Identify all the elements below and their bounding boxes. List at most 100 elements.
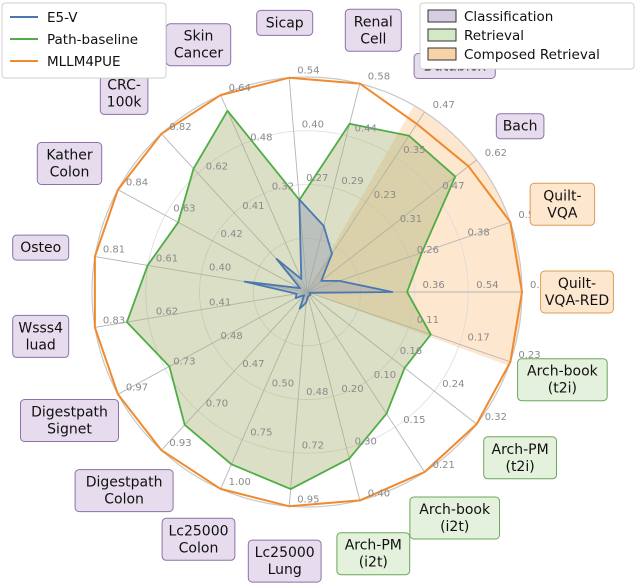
tick-label: 0.63: [173, 203, 195, 214]
tick-label: 0.51: [518, 210, 540, 221]
category-text: Arch-book(t2i): [527, 364, 599, 397]
legend-label: Path-baseline: [47, 32, 138, 48]
tick-label: 0.61: [156, 254, 178, 265]
category-box: [344, 8, 402, 52]
legend-label: E5-V: [47, 10, 78, 26]
tick-label: 0.10: [374, 370, 396, 381]
tick-label: 0.40: [209, 262, 231, 273]
category-text: Arch-PM(i2t): [345, 538, 402, 571]
axis-spoke: [220, 94, 308, 293]
tick-label: 0.41: [242, 201, 264, 212]
category-box: [517, 358, 608, 402]
tick-label: 0.23: [374, 190, 396, 201]
tick-label: 0.62: [206, 161, 228, 172]
tick-label: 0.93: [169, 438, 191, 449]
axis-spoke: [288, 77, 308, 293]
tick-label: 0.81: [103, 245, 125, 256]
category-box: [36, 142, 103, 185]
category-text: Bach: [503, 119, 538, 135]
tick-label: 0.72: [302, 441, 324, 452]
tick-label: 0.70: [206, 399, 228, 410]
tick-label: 0.47: [442, 181, 464, 192]
category-label: Osteo: [12, 234, 70, 261]
tick-label: 0.16: [400, 346, 422, 357]
tick-label: 0.47: [242, 359, 264, 370]
axis-spoke: [94, 256, 308, 293]
axis-spoke: [117, 291, 308, 395]
category-box: [20, 399, 119, 442]
axis-spoke: [306, 159, 477, 293]
category-label: Quilt-VQA-RED: [540, 270, 614, 314]
tick-label: 0.48: [250, 132, 272, 143]
axis-spoke: [306, 291, 477, 425]
axis-spoke: [94, 291, 308, 328]
category-label: Arch-PM(t2i): [483, 436, 558, 480]
tick-label: 0.83: [103, 315, 125, 326]
tick-label: 0.64: [229, 83, 251, 94]
tick-label: 0.47: [433, 100, 455, 111]
legend-swatch: [427, 9, 457, 23]
axis-spoke: [306, 291, 361, 501]
category-box: [74, 469, 174, 513]
axis-spoke: [306, 291, 511, 363]
tick-label: 0.27: [306, 173, 328, 184]
tick-label: 0.62: [156, 307, 178, 318]
tick-label: 0.42: [221, 229, 243, 240]
line-legend-frame: [1, 2, 167, 79]
tick-label: 0.40: [302, 119, 324, 130]
tick-label: 0.44: [355, 124, 377, 135]
tick-label: 0.40: [368, 488, 390, 499]
axis-spoke: [306, 291, 425, 473]
category-text: Quilt-VQA-RED: [545, 276, 609, 309]
category-label: Arch-PM(i2t): [336, 532, 411, 576]
series-layer: [93, 76, 523, 508]
legend-label: Classification: [464, 9, 553, 25]
axis-spoke: [288, 291, 308, 507]
tick-label: 0.11: [417, 315, 439, 326]
category-label: Bach: [495, 113, 545, 140]
tick-label: 0.48: [306, 387, 328, 398]
tick-labels-layer: 0.360.540.730.260.380.510.310.470.620.23…: [103, 66, 552, 506]
tick-label: 0.75: [250, 428, 272, 439]
tick-label: 0.54: [297, 66, 319, 77]
series-mllm4pue: [93, 76, 523, 508]
tick-label: 0.20: [341, 384, 363, 395]
legend-swatch: [427, 28, 457, 42]
tick-label: 0.58: [368, 72, 390, 83]
category-box: [409, 496, 500, 540]
legend-label: Composed Retrieval: [464, 47, 600, 63]
tick-label: 0.82: [169, 122, 191, 133]
category-label: Arch-book(t2i): [517, 358, 608, 402]
legend-label: Retrieval: [464, 28, 524, 44]
category-text: Sicap: [266, 15, 304, 31]
category-text: Osteo: [20, 240, 61, 256]
tick-label: 1.00: [229, 477, 251, 488]
tick-label: 0.32: [272, 182, 294, 193]
axis-spoke: [306, 83, 361, 293]
tick-label: 0.84: [126, 178, 148, 189]
category-box: [161, 517, 236, 561]
tick-label: 0.35: [403, 145, 425, 156]
category-text: Quilt-VQA: [543, 188, 581, 221]
tick-label: 0.97: [126, 382, 148, 393]
tick-label: 0.73: [173, 357, 195, 368]
category-box: [483, 436, 558, 480]
tick-label: 0.41: [209, 298, 231, 309]
task-legend-frame: [419, 2, 635, 70]
category-label: Sicap: [256, 9, 314, 36]
axis-spoke: [161, 291, 308, 451]
tick-label: 0.62: [485, 148, 507, 159]
